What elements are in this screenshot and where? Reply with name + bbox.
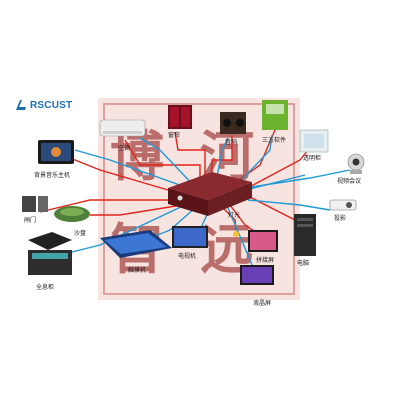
brand-name: RSCUST bbox=[30, 99, 73, 111]
tv-icon bbox=[172, 226, 208, 248]
projector-label: 投影 bbox=[334, 214, 346, 222]
link-sand bbox=[90, 204, 183, 216]
touch-label: 触摸机 bbox=[128, 266, 146, 274]
sandtable-label: 沙盘 bbox=[74, 229, 86, 237]
sandtable-icon bbox=[54, 206, 90, 222]
gate-icon bbox=[22, 196, 48, 212]
tv-label: 电视机 bbox=[178, 252, 196, 260]
speaker-label: 音响 bbox=[225, 138, 237, 146]
link-aircon-b bbox=[139, 137, 199, 191]
videoconf-icon bbox=[347, 153, 365, 174]
videoconf-label: 视频会议 bbox=[337, 177, 361, 185]
software-icon bbox=[262, 100, 288, 130]
brand-mark-icon bbox=[16, 100, 26, 110]
gate-label: 闸门 bbox=[24, 216, 36, 224]
link-hologram bbox=[59, 204, 186, 256]
cabinet-icon bbox=[299, 129, 329, 153]
light-icon bbox=[233, 231, 239, 237]
link-curtain bbox=[174, 131, 206, 188]
tvwall-label: 液晶屏 bbox=[253, 299, 271, 307]
curtain-icon bbox=[168, 105, 192, 129]
projector-icon bbox=[329, 199, 357, 211]
splice-icon bbox=[248, 230, 278, 252]
speaker-icon bbox=[220, 112, 246, 134]
aircon-icon bbox=[99, 119, 146, 137]
central-hub bbox=[168, 172, 252, 216]
light-label: 灯光 bbox=[228, 211, 240, 219]
software-label: 三方软件 bbox=[262, 136, 286, 144]
cabinet-label: 透明柜 bbox=[303, 154, 321, 162]
link-gate bbox=[39, 199, 180, 213]
computer-label: 电脑 bbox=[297, 259, 309, 267]
link-software-b bbox=[231, 134, 273, 191]
hologram-label: 全息柜 bbox=[36, 283, 54, 291]
splice-label: 拼接屏 bbox=[256, 256, 274, 264]
hologram-icon bbox=[28, 232, 72, 275]
tvwall-icon bbox=[240, 265, 274, 285]
brand-logo: RSCUST bbox=[14, 98, 72, 112]
touch-icon bbox=[100, 230, 172, 258]
link-tablet-b bbox=[74, 149, 189, 189]
tablet-icon bbox=[38, 140, 74, 164]
aircon-label: 空调 bbox=[118, 144, 130, 152]
link-projector bbox=[247, 199, 331, 211]
link-tablet bbox=[69, 157, 186, 196]
tablet-label: 背景音乐主机 bbox=[34, 171, 70, 179]
curtain-label: 窗帘 bbox=[168, 131, 180, 139]
computer-icon bbox=[294, 214, 316, 256]
